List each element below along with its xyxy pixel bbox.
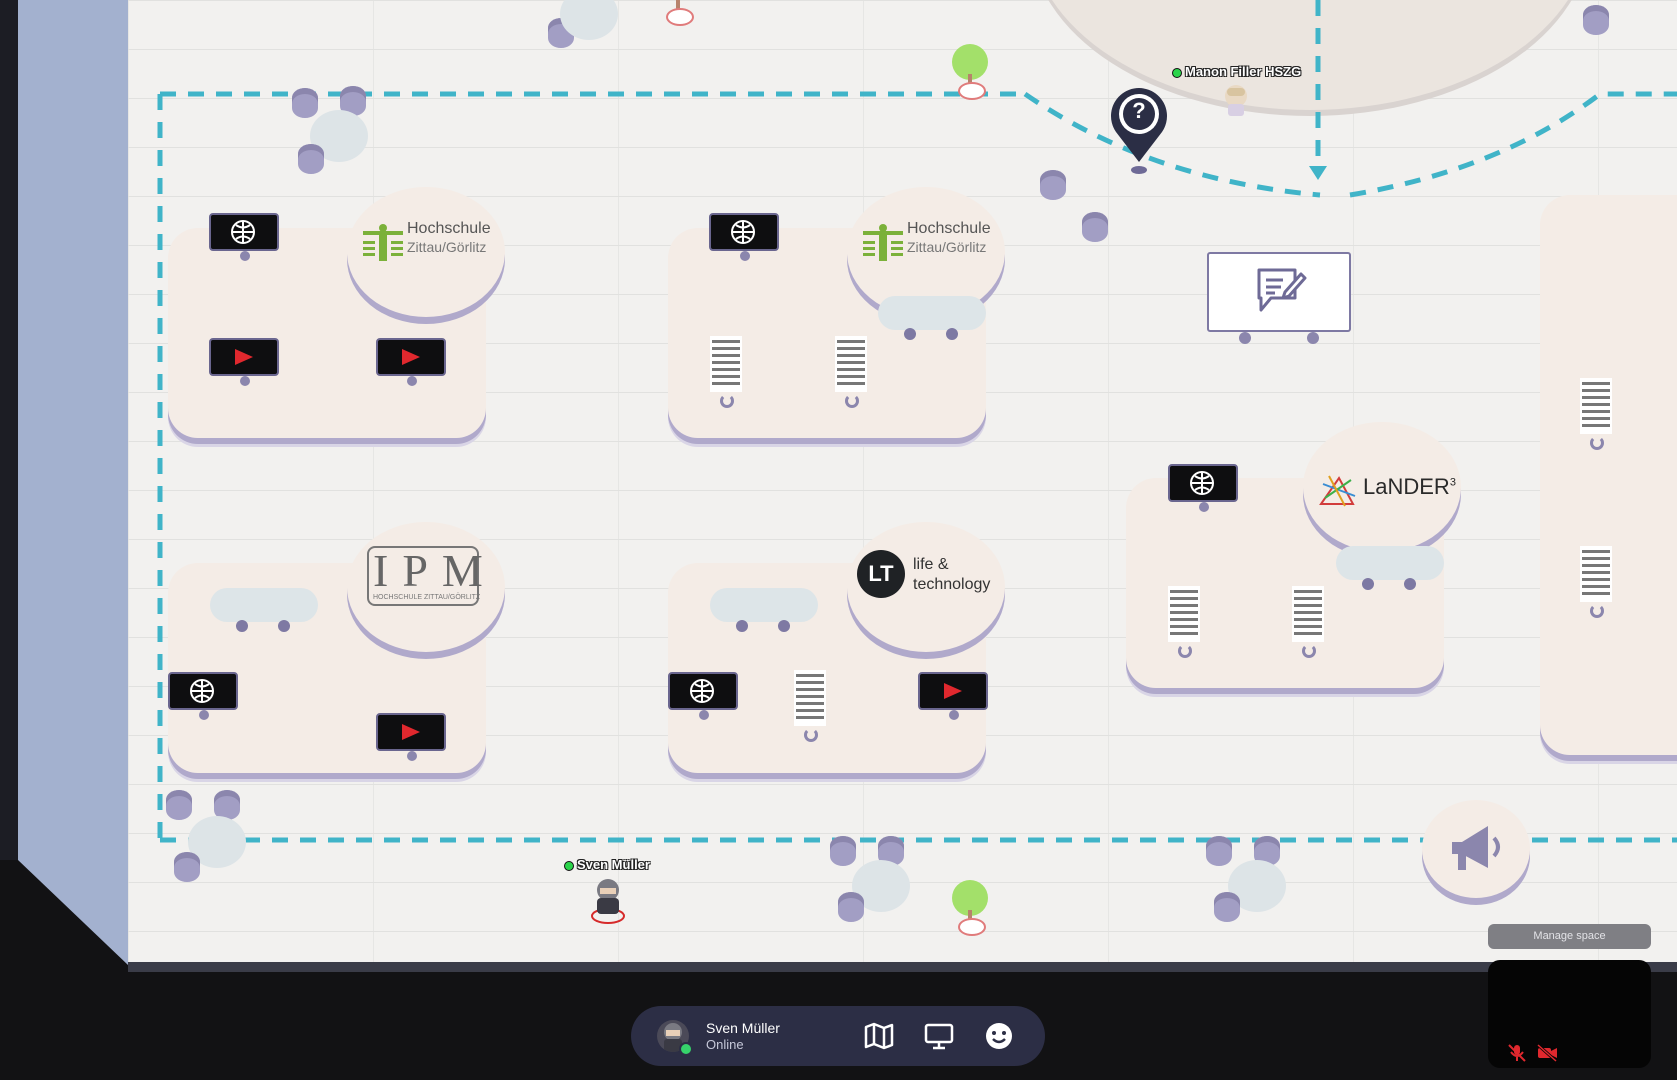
tv-video-2[interactable] xyxy=(376,338,446,386)
tv-website-3[interactable] xyxy=(168,672,238,720)
lt-logo-mark: LT xyxy=(857,550,905,598)
document-poster[interactable] xyxy=(1580,546,1612,618)
player-name-manon: Manon Filler HSZG xyxy=(1172,64,1301,79)
user-status: Online xyxy=(706,1037,744,1052)
camera-off-icon[interactable] xyxy=(1536,1043,1558,1063)
stool[interactable] xyxy=(1082,212,1108,242)
booth-logo-hszg-1[interactable]: Hochschule Zittau/Görlitz xyxy=(347,187,505,317)
megaphone-icon xyxy=(1452,826,1500,870)
emoji-button[interactable] xyxy=(983,1020,1015,1052)
bench[interactable] xyxy=(1336,546,1444,590)
globe-icon xyxy=(231,220,255,244)
lander-logo-text: LaNDER3 xyxy=(1363,474,1456,499)
document-poster[interactable] xyxy=(1580,378,1612,450)
user-name: Sven Müller xyxy=(706,1020,780,1036)
player-avatar-sven[interactable] xyxy=(589,876,627,924)
hszg-logo-icon xyxy=(363,224,403,261)
globe-icon xyxy=(690,679,714,703)
document-poster[interactable] xyxy=(794,670,826,742)
floor-edge xyxy=(128,962,1677,972)
tv-video-1[interactable] xyxy=(209,338,279,386)
play-icon xyxy=(402,724,420,740)
bench[interactable] xyxy=(710,588,818,632)
hszg-logo-icon xyxy=(863,224,903,261)
map-button[interactable] xyxy=(863,1020,895,1052)
mic-off-icon[interactable] xyxy=(1506,1043,1528,1063)
booth-logo-lt[interactable]: LT life & technology xyxy=(847,522,1005,652)
lt-logo-line1: life & xyxy=(913,556,949,573)
tv-website-1[interactable] xyxy=(209,213,279,261)
avatar-sprite xyxy=(664,1023,682,1052)
document-poster[interactable] xyxy=(1292,586,1324,658)
play-icon xyxy=(402,349,420,365)
booth-logo-lander[interactable]: LaNDER3 xyxy=(1303,422,1461,552)
document-poster[interactable] xyxy=(1168,586,1200,658)
tv-website-5[interactable] xyxy=(1168,464,1238,512)
globe-icon xyxy=(731,220,755,244)
logo-text-line2: Zittau/Görlitz xyxy=(407,239,487,255)
tv-video-4[interactable] xyxy=(918,672,988,720)
broadcast-zone[interactable] xyxy=(1422,800,1530,898)
screen-share-button[interactable] xyxy=(923,1020,955,1052)
lander-logo-icon xyxy=(1319,475,1356,507)
play-icon xyxy=(235,349,253,365)
bench[interactable] xyxy=(878,296,986,340)
logo-text-line1: Hochschule xyxy=(407,220,491,237)
stool[interactable] xyxy=(1040,170,1066,200)
player-name-sven: Sven Müller xyxy=(564,857,650,872)
globe-icon xyxy=(190,679,214,703)
screen-share-icon xyxy=(924,1023,954,1050)
avatar-sprite xyxy=(1225,85,1247,116)
ipm-logo-subtext: HOCHSCHULE ZITTAU/GÖRLITZ xyxy=(373,594,481,601)
bench[interactable] xyxy=(210,588,318,632)
tv-website-2[interactable] xyxy=(709,213,779,261)
player-avatar-manon[interactable] xyxy=(1222,84,1250,120)
map-icon xyxy=(864,1022,894,1050)
note-icon xyxy=(1257,268,1307,312)
booth-right-partial[interactable] xyxy=(1540,195,1677,755)
stool[interactable] xyxy=(1583,5,1609,35)
wall-corner xyxy=(18,860,128,965)
logo-text-line2: Zittau/Görlitz xyxy=(907,239,987,255)
booth-logo-hszg-2[interactable]: Hochschule Zittau/Görlitz xyxy=(847,187,1005,317)
help-marker-symbol: ? xyxy=(1132,98,1146,123)
help-marker[interactable]: ? xyxy=(1108,88,1170,174)
lt-logo-line2: technology xyxy=(913,576,991,593)
document-poster[interactable] xyxy=(710,336,742,408)
manage-space-button[interactable]: Manage space xyxy=(1488,924,1651,949)
ipm-logo-text: IPM xyxy=(373,545,497,596)
play-icon xyxy=(944,683,962,699)
globe-icon xyxy=(1190,471,1214,495)
help-pin-icon xyxy=(1111,88,1167,174)
self-video-tile xyxy=(1488,960,1651,1068)
logo-text-line1: Hochschule xyxy=(907,220,991,237)
tv-video-3[interactable] xyxy=(376,713,446,761)
control-bar: Sven Müller Online xyxy=(631,1006,1045,1066)
left-wall xyxy=(18,0,128,860)
online-status-dot xyxy=(679,1042,693,1056)
document-poster[interactable] xyxy=(835,336,867,408)
note-board[interactable] xyxy=(1207,252,1351,344)
emoji-icon xyxy=(986,1023,1012,1049)
avatar-sprite xyxy=(591,879,625,924)
tv-website-4[interactable] xyxy=(668,672,738,720)
booth-logo-ipm[interactable]: IPM HOCHSCHULE ZITTAU/GÖRLITZ xyxy=(347,522,505,652)
